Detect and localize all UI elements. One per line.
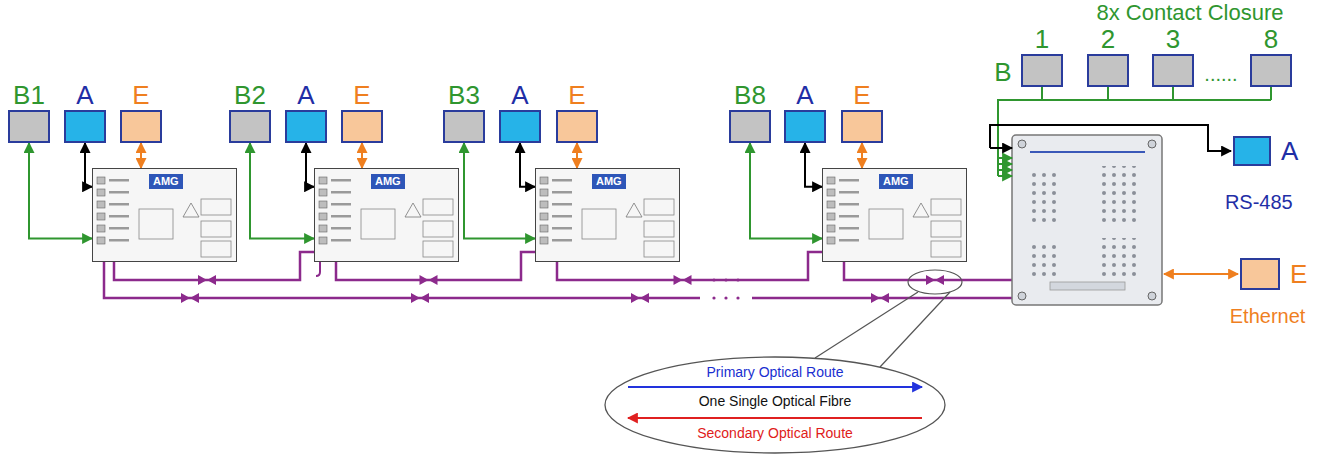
box-heading: E — [353, 82, 370, 108]
signal-link — [306, 143, 314, 187]
box-heading: B8 — [734, 82, 766, 108]
signal-link — [250, 143, 314, 239]
box-heading: B2 — [234, 82, 266, 108]
rs485-box: A — [499, 110, 541, 143]
rs485-box: A — [784, 110, 826, 143]
contact-wiring — [998, 87, 1271, 176]
signal-box: B1 — [8, 110, 50, 143]
brand-logo: AMG — [371, 174, 405, 189]
box-heading: E — [568, 82, 585, 108]
box-heading: 1 — [1035, 26, 1049, 52]
bus-letter: B — [994, 58, 1011, 87]
signal-link — [464, 143, 535, 239]
box-heading: E — [1290, 261, 1307, 287]
route-label: Primary Optical Route — [707, 365, 844, 380]
leader-line — [815, 292, 918, 358]
box-heading: A — [297, 82, 314, 108]
box-heading: A — [796, 82, 813, 108]
signal-link — [805, 143, 822, 187]
route-label: Secondary Optical Route — [697, 426, 853, 441]
fibre-loop — [316, 262, 320, 276]
rs485-box: ARS-485 — [1233, 136, 1271, 166]
signal-box: B3 — [443, 110, 485, 143]
ethernet-box: E — [841, 110, 883, 143]
fibre-connector — [674, 275, 692, 285]
signal-box: B8 — [729, 110, 771, 143]
callout-ellipse — [605, 357, 945, 453]
signal-link — [861, 143, 863, 168]
signal-link — [361, 143, 363, 168]
zoom-ring — [908, 270, 962, 294]
interface-name: Ethernet — [1230, 306, 1306, 326]
box-heading: B1 — [13, 82, 45, 108]
leader-line — [880, 292, 950, 367]
contact-box: 8 — [1250, 54, 1292, 87]
rs485-box: A — [285, 110, 327, 143]
route-label: One Single Optical Fibre — [699, 394, 852, 409]
amg-module: AMG — [314, 168, 459, 262]
brand-logo: AMG — [149, 174, 183, 189]
rs485-wiring — [990, 125, 1231, 151]
box-heading: 8 — [1264, 26, 1278, 52]
amg-module: AMG — [822, 168, 967, 262]
box-heading: B3 — [448, 82, 480, 108]
signal-link — [29, 143, 92, 239]
fibre-break — [700, 274, 752, 304]
group-title: 8x Contact Closure — [1096, 1, 1283, 25]
signal-link — [85, 143, 92, 187]
amg-module: AMG — [92, 168, 237, 262]
ellipsis: ...... — [1204, 63, 1237, 85]
head-end-unit — [1012, 135, 1162, 305]
rs485-box: A — [64, 110, 106, 143]
signal-link — [140, 143, 142, 168]
interface-name: RS-485 — [1225, 192, 1293, 212]
box-heading: E — [132, 82, 149, 108]
fibre-connector — [420, 275, 438, 285]
box-heading: A — [76, 82, 93, 108]
fibre-connector — [198, 275, 216, 285]
ethernet-wiring — [1164, 273, 1238, 275]
contact-box: 3 — [1152, 54, 1194, 87]
box-heading: 3 — [1166, 26, 1180, 52]
signal-box: B2 — [229, 110, 271, 143]
ethernet-box: E — [341, 110, 383, 143]
box-heading: A — [1281, 138, 1298, 164]
brand-logo: AMG — [592, 174, 626, 189]
secondary-route-line — [628, 417, 922, 419]
amg-module: AMG — [535, 168, 680, 262]
ethernet-box: E — [556, 110, 598, 143]
contact-box: 2 — [1087, 54, 1129, 87]
ethernet-box: EEthernet — [1240, 258, 1280, 290]
box-heading: A — [511, 82, 528, 108]
primary-route-line — [628, 386, 922, 388]
ethernet-box: E — [120, 110, 162, 143]
signal-link — [750, 143, 822, 239]
brand-logo: AMG — [879, 174, 913, 189]
signal-link — [576, 143, 578, 168]
box-heading: E — [853, 82, 870, 108]
contact-box: 1 — [1021, 54, 1063, 87]
signal-link — [520, 143, 535, 187]
box-heading: 2 — [1101, 26, 1115, 52]
